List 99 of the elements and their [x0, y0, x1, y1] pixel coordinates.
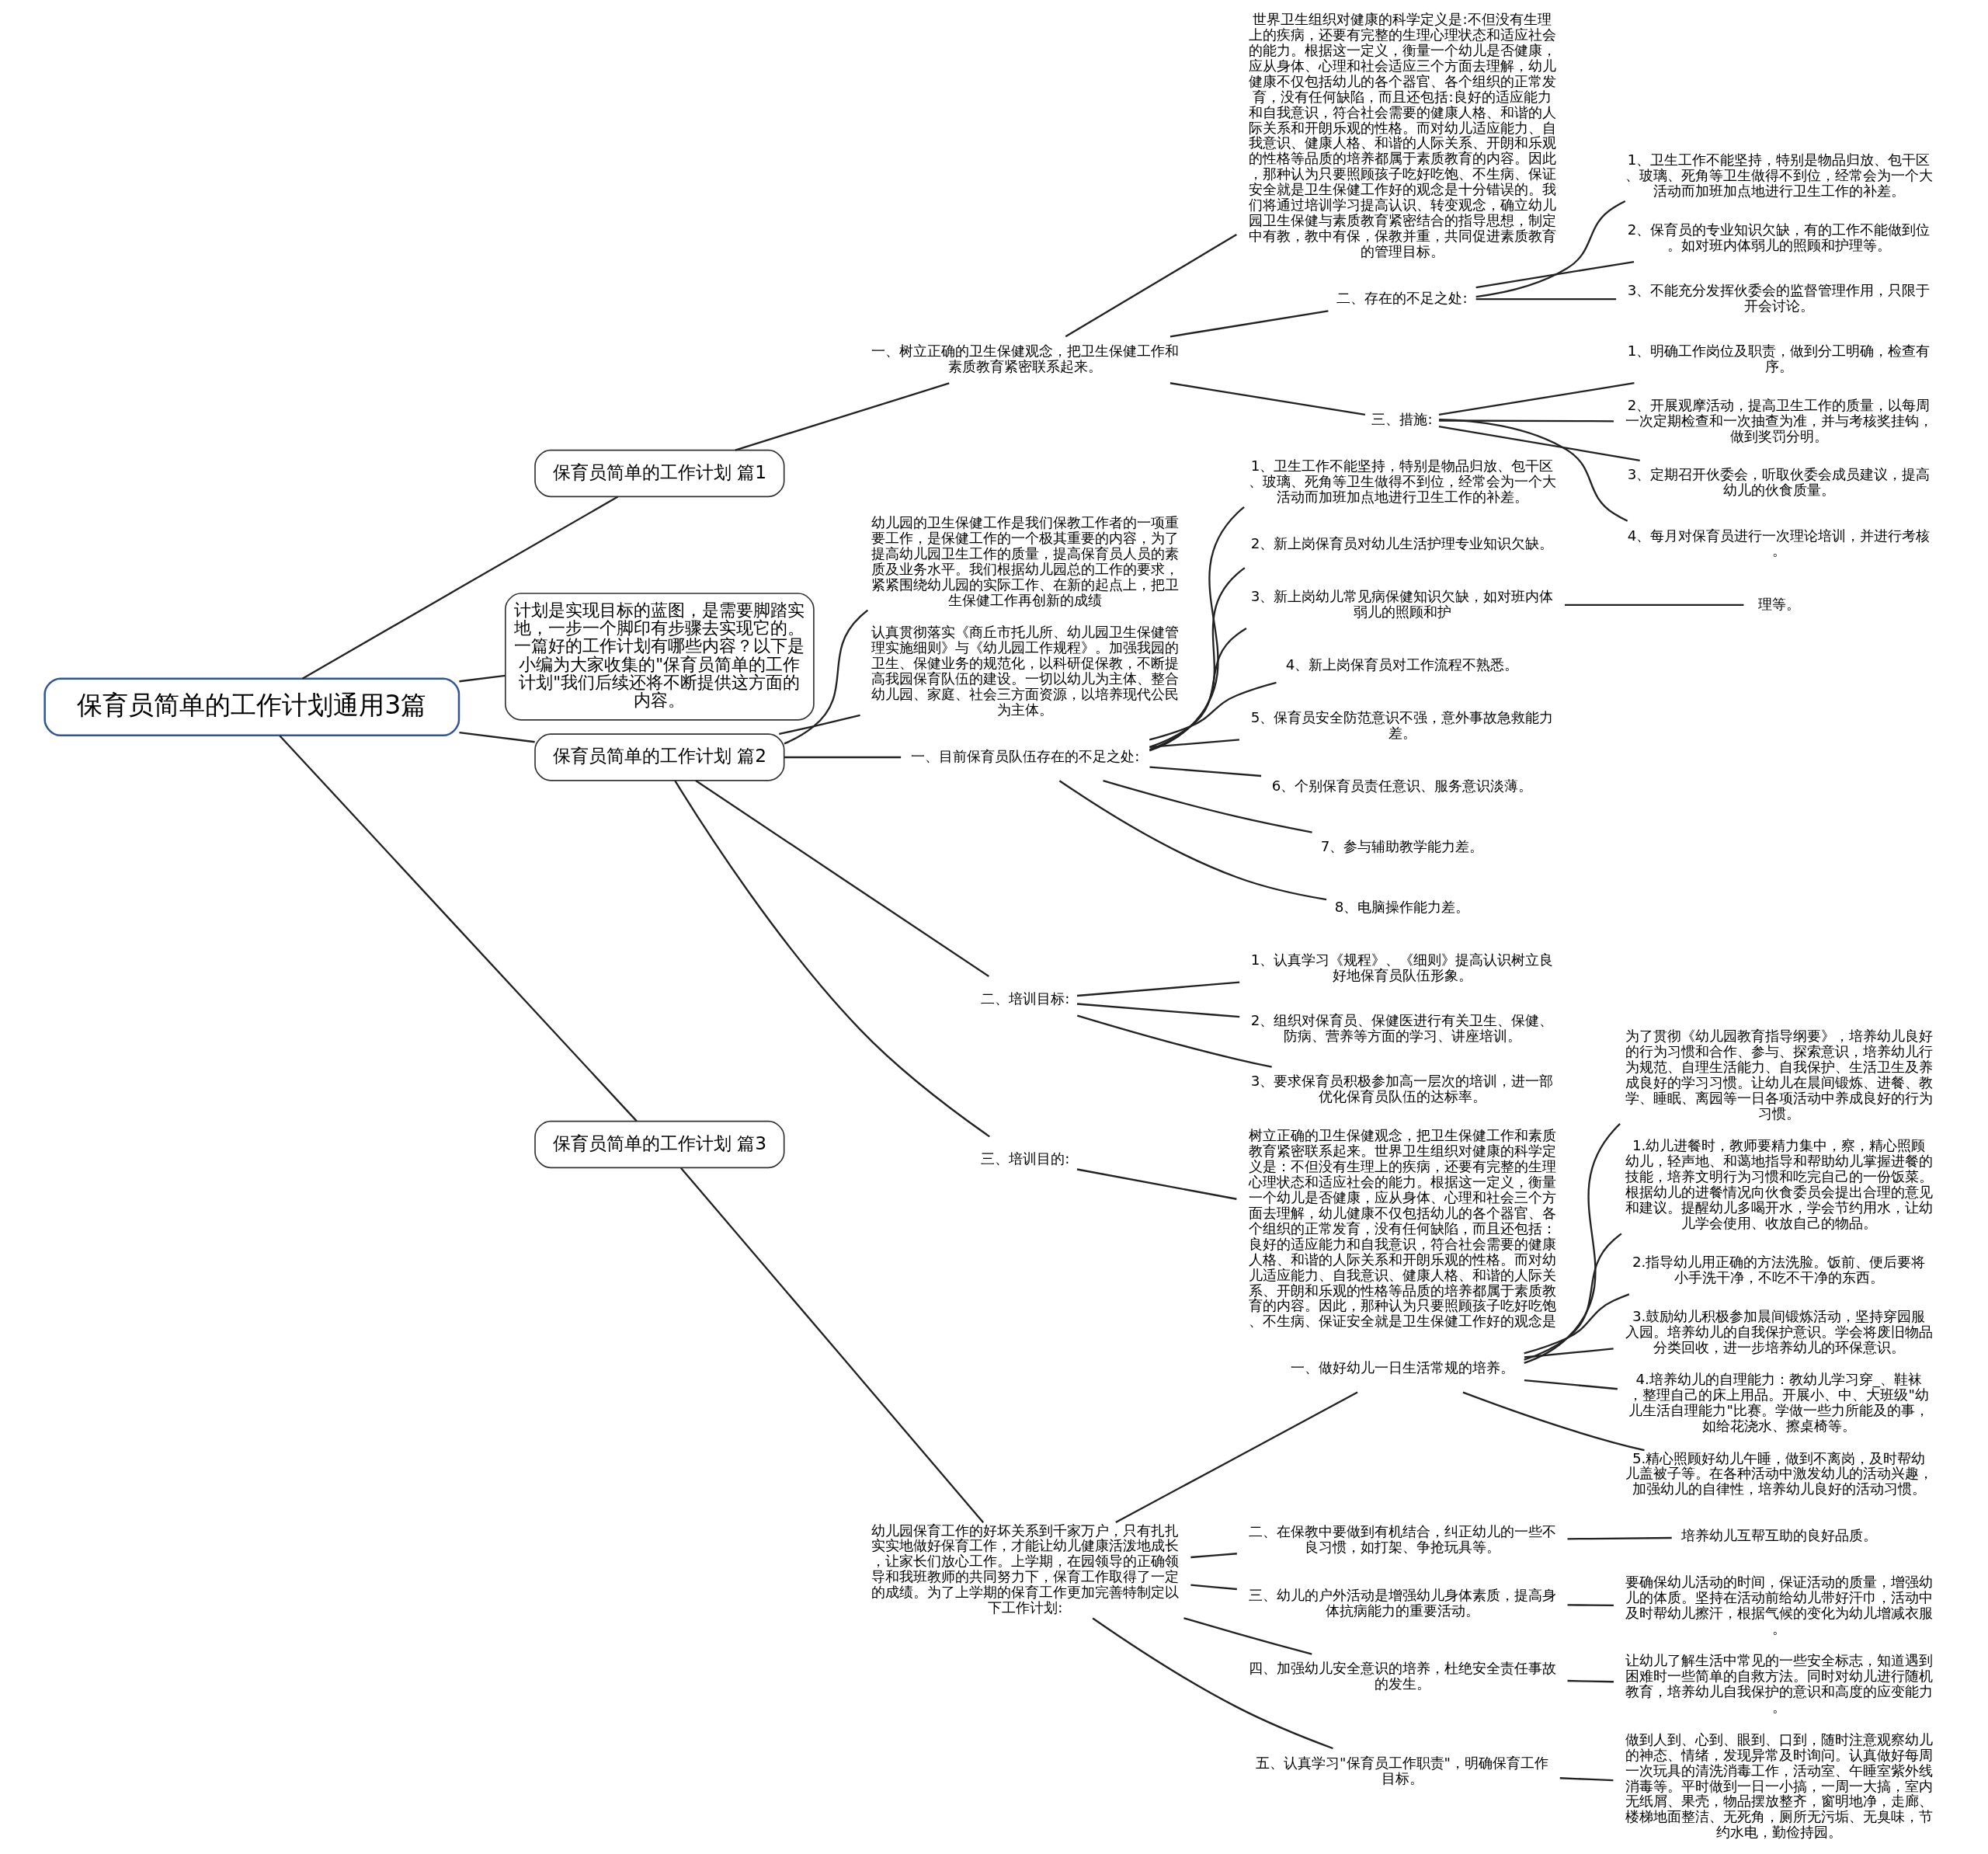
node-text: 二、存在的不足之处: — [1336, 289, 1468, 306]
node-text: 理等。 — [1757, 595, 1800, 612]
connector — [458, 674, 506, 683]
node-text: 一、目前保育员队伍存在的不足之处: — [910, 747, 1139, 764]
connector — [694, 780, 989, 977]
connector — [1523, 1123, 1621, 1364]
connector — [1065, 234, 1237, 338]
node-text: 3.鼓励幼儿积极参加晨间锻炼活动，坚持穿园服入园。培养幼儿的自我保护意识。学会将废旧物品分类回收，进一步培养幼儿的环保意识。 — [1625, 1307, 1933, 1355]
node-text: 2、组织对保育员、保健医进行有关卫生、保健、防病、营养等方面的学习、讲座培训。 — [1250, 1012, 1553, 1045]
connector — [458, 732, 535, 743]
node-text: 三、培训目的: — [980, 1150, 1069, 1167]
node-text: 3、新上岗幼儿常见病保健知识欠缺，如对班内体弱儿的照顾和护 — [1250, 587, 1553, 620]
node-text: 一、树立正确的卫生保健观念，把卫生保健工作和素质教育紧密联系起来。 — [871, 342, 1179, 374]
node-text: 4、新上岗保育员对工作流程不熟悉。 — [1285, 656, 1518, 673]
node-text: 幼儿园保育工作的好坏关系到千家万户，只有扎扎实实地做好保育工作，才能让幼儿健康活泼地成长，让家长们放心工作。上学期，在园领导的正确领导和我班教师的共同努力下，保育工作取得了一定的成绩。为了上学期的保育工作更加完善特制定以下工作计划: — [871, 1522, 1179, 1616]
node-text: 4、每月对保育员进行一次理论培训，并进行考核。 — [1627, 527, 1930, 559]
connector — [784, 756, 901, 759]
node-text: 1、认真学习《规程》、《细则》提高认识树立良好地保育员队伍形象。 — [1250, 951, 1553, 984]
connector — [1170, 382, 1365, 416]
node-text: 1、明确工作岗位及职责，做到分工明确，检查有序。 — [1627, 342, 1930, 374]
connector — [1559, 1777, 1613, 1782]
node-text: 5.精心照顾好幼儿午睡，做到不离岗，及时帮幼儿盖被子等。在各种活动中激发幼儿的活动兴趣，加强幼儿的自律性，培养幼儿良好的活动习惯。 — [1625, 1449, 1933, 1497]
node-text: 二、培训目标: — [980, 990, 1069, 1007]
connector — [1102, 779, 1312, 833]
connector — [1076, 1168, 1237, 1200]
node-box: 保育员简单的工作计划通用3篇 — [43, 677, 460, 736]
node-text: 为了贯彻《幼儿园教育指导纲要》，培养幼儿良好的行为习惯和合作、参与、探索意识，培养幼儿行为规范、自理生活能力、自我保护、生活卫生及养成良好的学习习惯。让幼儿在晨间锻炼、进餐、教学、睡眠、离园等一日各项活动中养成良好的行为习惯。 — [1625, 1028, 1933, 1122]
node-box: 保育员简单的工作计划 篇1 — [533, 449, 784, 498]
connector — [673, 780, 990, 1138]
node-text: 2、保育员的专业知识欠缺，有的工作不能做到位。如对班内体弱儿的照顾和护理等。 — [1627, 221, 1930, 253]
node-text: 3、要求保育员积极参加高一层次的培训，进一部优化保育员队伍的达标率。 — [1250, 1073, 1553, 1105]
connector — [1438, 419, 1628, 522]
connector — [1149, 506, 1245, 752]
connector — [784, 609, 868, 745]
node-text: 3、不能充分发挥伙委会的监督管理作用，只限于开会讨论。 — [1627, 281, 1930, 314]
node-text: 世界卫生组织对健康的科学定义是:不但没有生理上的疾病，还要有完整的生理心理状态和适应社会的能力。根据这一定义，衡量一个幼儿是否健康，应从身体、心理和社会适应三个方面去理解，幼儿健康不仅包括幼儿的各个器官、各个组织的正常发育，没有任何缺陷，而且还包括:良好的适应能力和自我意识，符合社会需要的健康人格、和谐的人际关系和开朗乐观的性格。而对幼儿适应能力、自我意识、健康人格、和谐的人际关系、开朗和乐观的性格等品质的培养都属于素质教育的内容。因此，那种认为只要照顾孩子吃好吃饱、不生病、保证安全就是卫生保健工作好的观念是十分错误的。我们将通过培训学习提高认识、转变观念，确立幼儿园卫生保健与素质教育紧密结合的指导思想，制定中有教，教中有保，保教并重，共同促进素质教育的管理目标。 — [1248, 10, 1556, 260]
node-text: 5、保育员安全防范意识不强，意外事故急救能力差。 — [1250, 708, 1553, 741]
connector — [1149, 739, 1239, 749]
node-text: 树立正确的卫生保健观念，把卫生保健工作和素质教育紧密联系起来。世界卫生组织对健康的科学定义是：不但没有生理上的疾病，还要有完整的生理心理状态和适应社会的能力。根据这一定义，衡量一个幼儿是否健康，应从身体、心理和社会三个方面去理解，幼儿健康不仅包括幼儿的各个器官、各个组织的正常发育，没有任何缺陷，而且还包括：良好的适应能力和自我意识，符合社会需要的健康人格、和谐的人际关系和开朗乐观的性格。而对幼儿适应能力、自我意识、健康人格、和谐的人际关系、开朗和乐观的性格等品质的培养都属于素质教育的内容。因此，那种认为只要照顾孩子吃好吃饱、不生病、保证安全就是卫生保健工作好的观念是 — [1248, 1127, 1556, 1330]
node-text: 1.幼儿进餐时，教师要精力集中，察，精心照顾幼儿，轻声地、和蔼地指导和帮助幼儿掌握进餐的技能，培养文明行为习惯和吃完自己的一份饭菜。根据幼儿的进餐情况向伙食委员会提出合理的意见和建议。提醒幼儿多喝开水，学会节约用水，让幼儿学会使用、收放自己的物品。 — [1625, 1137, 1933, 1232]
connector — [1076, 1014, 1272, 1068]
connector — [1438, 425, 1640, 461]
node-text: 1、卫生工作不能坚持，特别是物品归放、包干区、玻璃、死角等卫生做得不到位，经常会为一个大活动而加班加点地进行卫生工作的补差。 — [1625, 151, 1933, 199]
connector — [1475, 200, 1625, 298]
connector — [1524, 1348, 1614, 1358]
node-text: 培养幼儿互帮互助的良好品质。 — [1680, 1527, 1877, 1544]
connector — [1564, 604, 1743, 607]
connector — [1076, 1003, 1239, 1018]
connector — [1076, 981, 1239, 997]
node-text: 要确保幼儿活动的时间，保证活动的质量，增强幼儿的体质。坚持在活动前给幼儿带好汗巾，活动中及时帮幼儿擦汗，根据气候的变化为幼儿增减衣服。 — [1625, 1574, 1933, 1637]
node-text: 1、卫生工作不能坚持，特别是物品归放、包干区、玻璃、死角等卫生做得不到位，经常会为一个大活动而加班加点地进行卫生工作的补差。 — [1248, 457, 1556, 505]
connector — [1183, 1617, 1312, 1655]
connector — [1149, 766, 1261, 777]
connector — [278, 735, 638, 1122]
connector — [1524, 1379, 1618, 1390]
node-text: 五、认真学习"保育员工作职责"，明确保育工作目标。 — [1255, 1754, 1548, 1786]
connector — [778, 714, 860, 736]
connector — [734, 382, 950, 451]
node-text: 二、在保教中要做到有机结合，纠正幼儿的一些不良习惯，如打架、争抢玩具等。 — [1248, 1523, 1556, 1556]
node-text: 7、参与辅助教学能力差。 — [1320, 837, 1483, 854]
node-text: 4.培养幼儿的自理能力：教幼儿学习穿_、鞋袜，整理自己的床上用品。开展小、中、大班级"幼儿生活自理能力"比赛。学做一些力所能及的事，如给花浇水、擦桌椅等。 — [1628, 1371, 1929, 1434]
connector — [1114, 1391, 1358, 1523]
connector — [1567, 1536, 1672, 1540]
node-text: 3、定期召开伙委会，听取伙委会成员建议，提高幼儿的伙食质量。 — [1627, 466, 1930, 499]
node-text: 6、个别保育员责任意识、服务意识淡薄。 — [1271, 777, 1532, 794]
connector — [301, 496, 618, 680]
connector — [1190, 1584, 1237, 1591]
node-text: 认真贯彻落实《商丘市托儿所、幼儿园卫生保健管理实施细则》与《幼儿园工作规程》。加强我园的卫生、保健业务的规范化，以科研促保教，不断提高我园保育队伍的建设。一切以幼儿为主体、整合幼儿园、家庭、社会三方面资源，以培养现代公民为主体。 — [871, 624, 1179, 718]
node-box: 计划是实现目标的蓝图，是需要脚踏实地，一步一个脚印有步骤去实现它的。一篇好的工作计划有哪些内容？以下是小编为大家收集的"保育员简单的工作计划"我们后续还将不断提供这方面的内容。 — [504, 593, 815, 721]
connector — [1149, 681, 1277, 741]
node-text: 2.指导幼儿用正确的方法洗脸。饭前、便后要将小手洗干净，不吃不干净的东西。 — [1632, 1253, 1925, 1285]
node-box: 保育员简单的工作计划 篇2 — [533, 733, 784, 781]
connector — [1438, 419, 1614, 423]
node-text: 三、幼儿的户外活动是增强幼儿身体素质，提高身体抗病能力的重要活动。 — [1248, 1586, 1556, 1619]
connector — [1523, 1293, 1629, 1355]
connector — [1058, 780, 1326, 901]
connector — [1475, 260, 1634, 289]
connector — [1092, 1617, 1333, 1750]
node-text: 2、开展观摩活动，提高卫生工作的质量，以每周一次定期检查和一次抽查为准，并与考核奖挂钩，做到奖罚分明。 — [1625, 396, 1933, 444]
connector — [1523, 1233, 1622, 1361]
node-text: 三、措施: — [1371, 411, 1433, 428]
connector — [1170, 310, 1329, 338]
node-text: 做到人到、心到、眼到、口到，随时注意观察幼儿的神态、情绪，发现异常及时询问。认真做好每周一次玩具的清洗消毒工作，活动室、午睡室紫外线消毒等。平时做到一日一小搞，一周一大搞，室内无纸屑、果壳，物品摆放整齐，窗明地净，走廊、楼梯地面整洁、无死角，厕所无污垢、无臭味，节约水电，勤俭持园。 — [1625, 1731, 1933, 1841]
node-text: 8、电脑操作能力差。 — [1334, 899, 1469, 916]
node-text: 四、加强幼儿安全意识的培养，杜绝安全责任事故的发生。 — [1248, 1660, 1556, 1692]
node-text: 让幼儿了解生活中常见的一些安全标志，知道遇到困难时一些简单的自救方法。同时对幼儿进行随机教育，培养幼儿自我保护的意识和高度的应变能力。 — [1625, 1652, 1933, 1716]
node-text: 幼儿园的卫生保健工作是我们保教工作者的一项重要工作，是保健工作的一个极其重要的内容，为了提高幼儿园卫生工作的质量，提高保育员人员的素质及业务水平。我们根据幼儿园总的工作的要求，紧紧围绕幼儿园的实际工作、在新的起点上，把卫生保健工作再创新的成绩 — [871, 513, 1179, 608]
connector — [1149, 567, 1246, 751]
connector — [1190, 1553, 1237, 1559]
connector — [679, 1167, 984, 1523]
connector — [1438, 382, 1635, 416]
connector — [1567, 1604, 1614, 1606]
node-box: 保育员简单的工作计划 篇3 — [533, 1120, 784, 1169]
node-text: 一、做好幼儿一日生活常规的培养。 — [1290, 1359, 1514, 1376]
node-text: 2、新上岗保育员对幼儿生活护理专业知识欠缺。 — [1250, 534, 1553, 551]
connector — [1462, 1391, 1645, 1452]
connector — [1567, 1679, 1614, 1683]
connector — [1149, 628, 1247, 748]
connector — [1475, 298, 1616, 301]
